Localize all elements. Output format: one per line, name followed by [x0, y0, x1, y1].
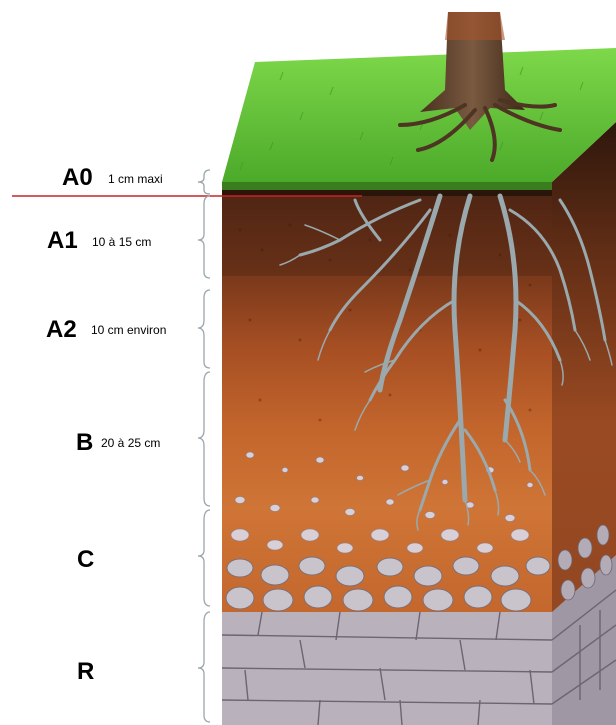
bracket-b: [198, 372, 210, 506]
horizon-depth-b: 20 à 25 cm: [101, 437, 160, 449]
bracket-a0: [198, 170, 210, 194]
bracket-a1: [198, 196, 210, 278]
horizon-depth-a0: 1 cm maxi: [108, 173, 163, 185]
horizon-code-a1: A1: [47, 229, 78, 253]
horizon-code-r: R: [77, 660, 94, 684]
horizon-code-b: B: [76, 431, 93, 455]
horizon-code-a2: A2: [46, 318, 77, 342]
soil-block: [222, 122, 616, 725]
horizon-code-a0: A0: [62, 166, 93, 190]
bracket-a2: [198, 290, 210, 368]
grass-surface: [222, 48, 616, 190]
horizon-brackets: [198, 170, 210, 722]
bracket-c: [198, 510, 210, 606]
horizon-depth-a1: 10 à 15 cm: [92, 236, 151, 248]
horizon-depth-a2: 10 cm environ: [91, 324, 166, 336]
bracket-r: [198, 612, 210, 722]
horizon-code-c: C: [77, 548, 94, 572]
